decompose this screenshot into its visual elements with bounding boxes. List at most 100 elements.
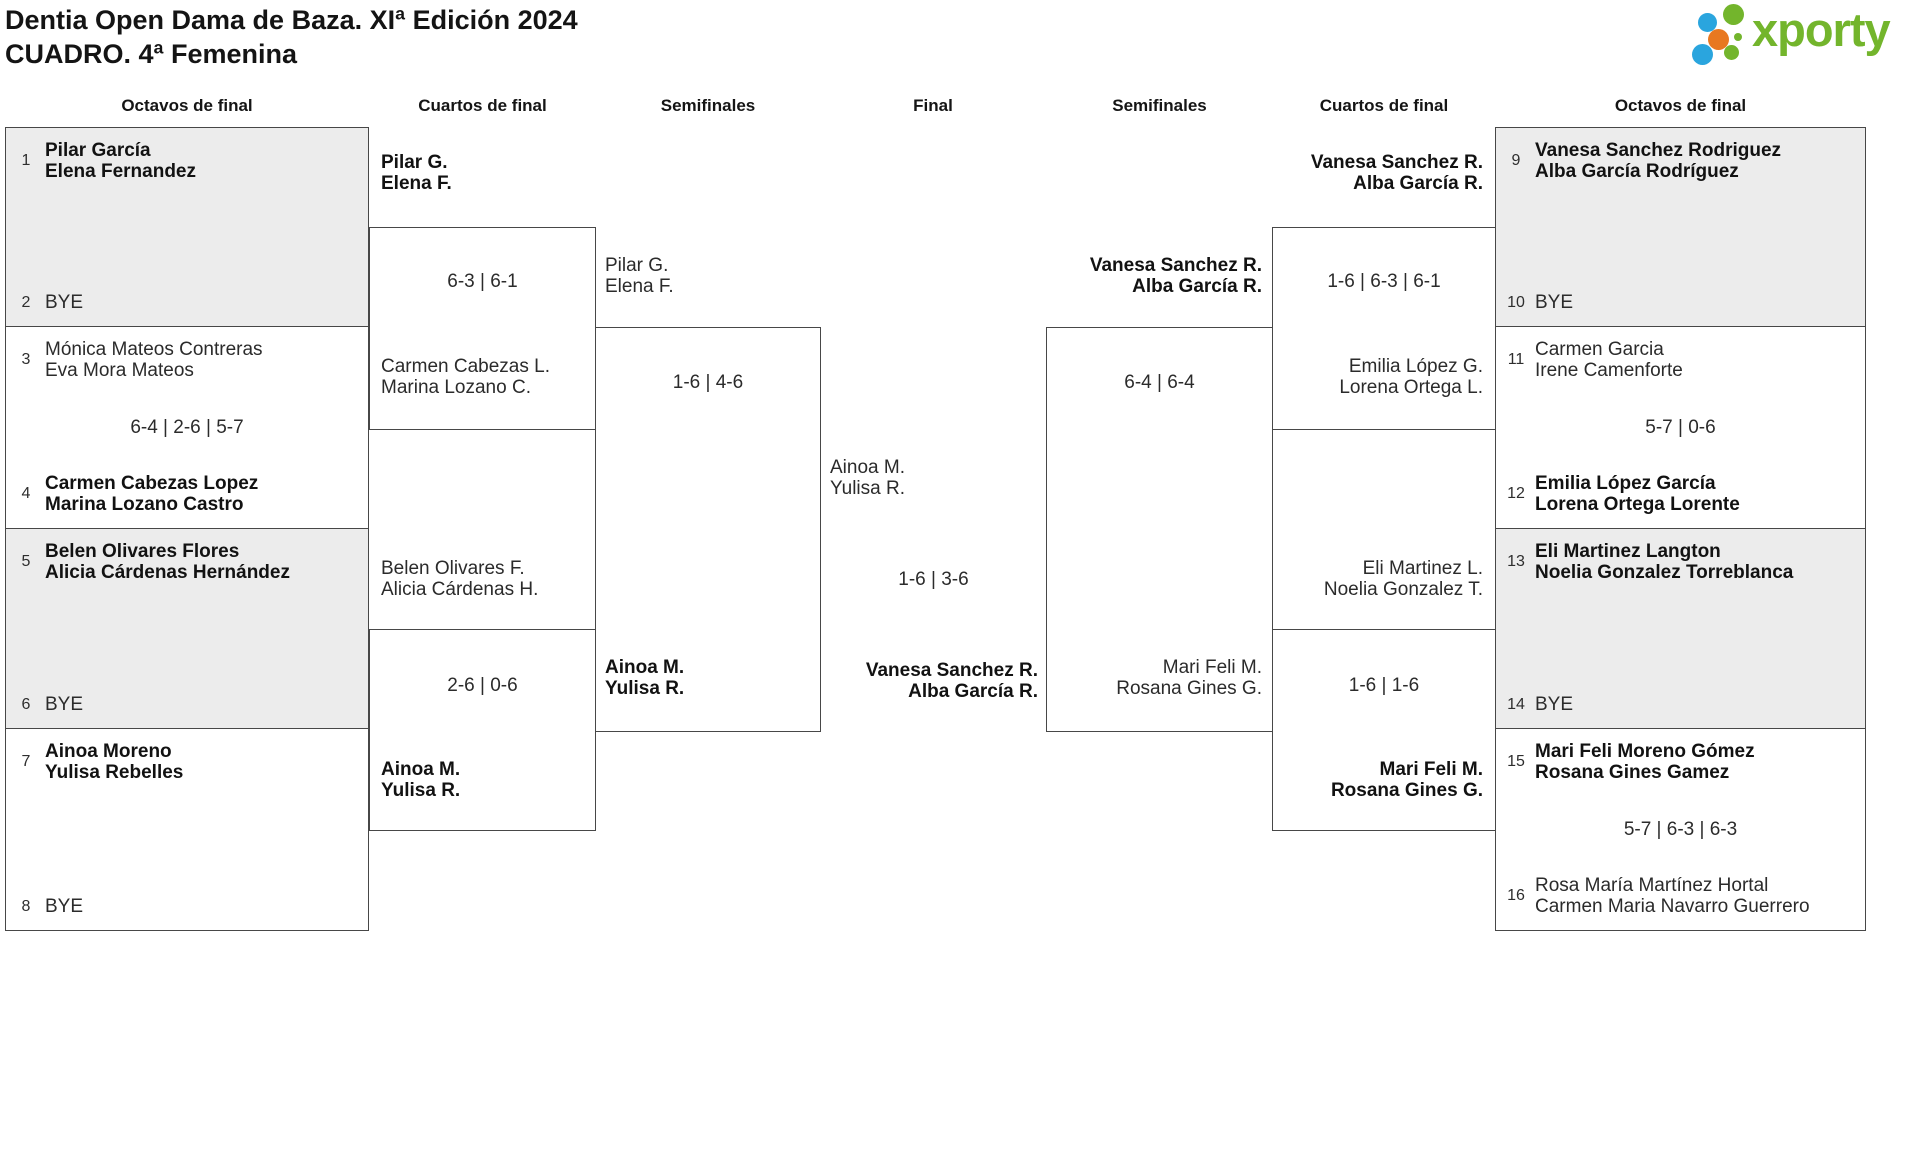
seed-number: 3	[21, 351, 31, 368]
match-box-semis-right	[1046, 327, 1273, 732]
team-name: BYE	[1535, 292, 1574, 313]
round-label-semis-right: Semifinales	[1112, 96, 1207, 115]
seed-number: 13	[1507, 553, 1525, 570]
match-score-cuartos-left-2: 2-6 | 0-6	[447, 675, 518, 696]
seed-number: 14	[1507, 695, 1525, 713]
bracket-entry-2: 2 BYE	[14, 292, 362, 313]
round-label-octavos-left: Octavos de final	[121, 96, 253, 115]
seed-number: 2	[21, 293, 31, 311]
seed-number: 5	[21, 553, 31, 570]
seed-number: 11	[1507, 351, 1525, 368]
seed-number: 6	[21, 695, 31, 713]
bracket-entry-14: 14 BYE	[1504, 694, 1859, 715]
team-name: BYE	[45, 292, 84, 313]
brand-wordmark: xporty	[1752, 3, 1891, 56]
bracket-entry-10: 10 BYE	[1504, 292, 1859, 313]
team-label-semis-left-bottom: Ainoa M.Yulisa R.	[605, 657, 685, 699]
team-name: BYE	[45, 694, 84, 715]
team-label-semis-right-top: Vanesa Sanchez R.Alba García R.	[1089, 255, 1262, 297]
team-label-cuartos-right-1-bottom: Emilia López G.Lorena Ortega L.	[1339, 356, 1483, 398]
logo-dot	[1734, 33, 1742, 41]
match-score-semis-right: 6-4 | 6-4	[1124, 372, 1195, 393]
xporty-logo: xporty	[1690, 2, 1918, 74]
round-label-final: Final	[913, 96, 953, 115]
seed-number: 9	[1511, 152, 1521, 169]
team-name: BYE	[1535, 694, 1574, 715]
team-label-cuartos-right-2-top: Eli Martinez L.Noelia Gonzalez T.	[1323, 558, 1483, 600]
team-label-cuartos-left-1-bottom: Carmen Cabezas L.Marina Lozano C.	[381, 356, 550, 398]
team-label-semis-right-bottom: Mari Feli M.Rosana Gines G.	[1116, 657, 1262, 699]
match-box-cuartos-right-1	[1272, 227, 1496, 430]
match-score: 5-7 | 6-3 | 6-3	[1623, 818, 1738, 840]
team-label-cuartos-right-2-bottom: Mari Feli M.Rosana Gines G.	[1330, 759, 1483, 801]
team-label-final-top: Ainoa M.Yulisa R.	[830, 457, 905, 499]
team-label-cuartos-left-2-bottom: Ainoa M.Yulisa R.	[381, 759, 461, 801]
bracket-entry-8: 8 BYE	[14, 896, 362, 917]
seed-number: 8	[21, 897, 31, 915]
team-name: BYE	[45, 896, 84, 917]
match-score: 6-4 | 2-6 | 5-7	[130, 416, 244, 438]
match-score-cuartos-right-2: 1-6 | 1-6	[1348, 675, 1420, 696]
match-score-final: 1-6 | 3-6	[898, 569, 969, 590]
team-label-final-bottom: Vanesa Sanchez R.Alba García R.	[865, 660, 1038, 702]
logo-dot	[1723, 4, 1744, 25]
seed-number: 12	[1507, 485, 1525, 502]
logo-dot	[1698, 13, 1717, 32]
seed-number: 1	[21, 152, 31, 169]
team-label-cuartos-left-2-top: Belen Olivares F.Alicia Cárdenas H.	[381, 558, 539, 600]
match-score-semis-left: 1-6 | 4-6	[672, 372, 744, 393]
match-score-cuartos-left-1: 6-3 | 6-1	[447, 271, 518, 292]
match-box-cuartos-left-1	[369, 227, 596, 430]
bracket-subtitle: CUADRO. 4ª Femenina	[5, 39, 298, 69]
tournament-name: Dentia Open Dama de Baza. XIª Edición 20…	[5, 5, 578, 35]
match-score-cuartos-right-1: 1-6 | 6-3 | 6-1	[1327, 271, 1441, 292]
match-box-semis-left	[595, 327, 821, 732]
round-label-cuartos-right: Cuartos de final	[1319, 96, 1449, 115]
round-label-octavos-right: Octavos de final	[1614, 96, 1747, 115]
logo-dot	[1692, 44, 1713, 65]
page-title: Dentia Open Dama de Baza. XIª Edición 20…	[5, 3, 578, 71]
logo-dot	[1708, 29, 1729, 50]
team-label-cuartos-left-1-top: Pilar G.Elena F.	[381, 152, 452, 194]
logo-dot	[1724, 45, 1739, 60]
seed-number: 16	[1507, 887, 1525, 904]
seed-number: 15	[1507, 753, 1525, 770]
seed-number: 7	[21, 753, 31, 770]
seed-number: 10	[1507, 293, 1525, 311]
seed-number: 4	[21, 485, 31, 502]
round-label-cuartos-left: Cuartos de final	[418, 96, 547, 115]
bracket-entry-6: 6 BYE	[14, 694, 362, 715]
team-label-semis-left-top: Pilar G.Elena F.	[605, 255, 674, 297]
match-score: 5-7 | 0-6	[1645, 416, 1716, 438]
team-label-cuartos-right-1-top: Vanesa Sanchez R.Alba García R.	[1310, 152, 1483, 194]
round-label-semis-left: Semifinales	[660, 96, 756, 115]
